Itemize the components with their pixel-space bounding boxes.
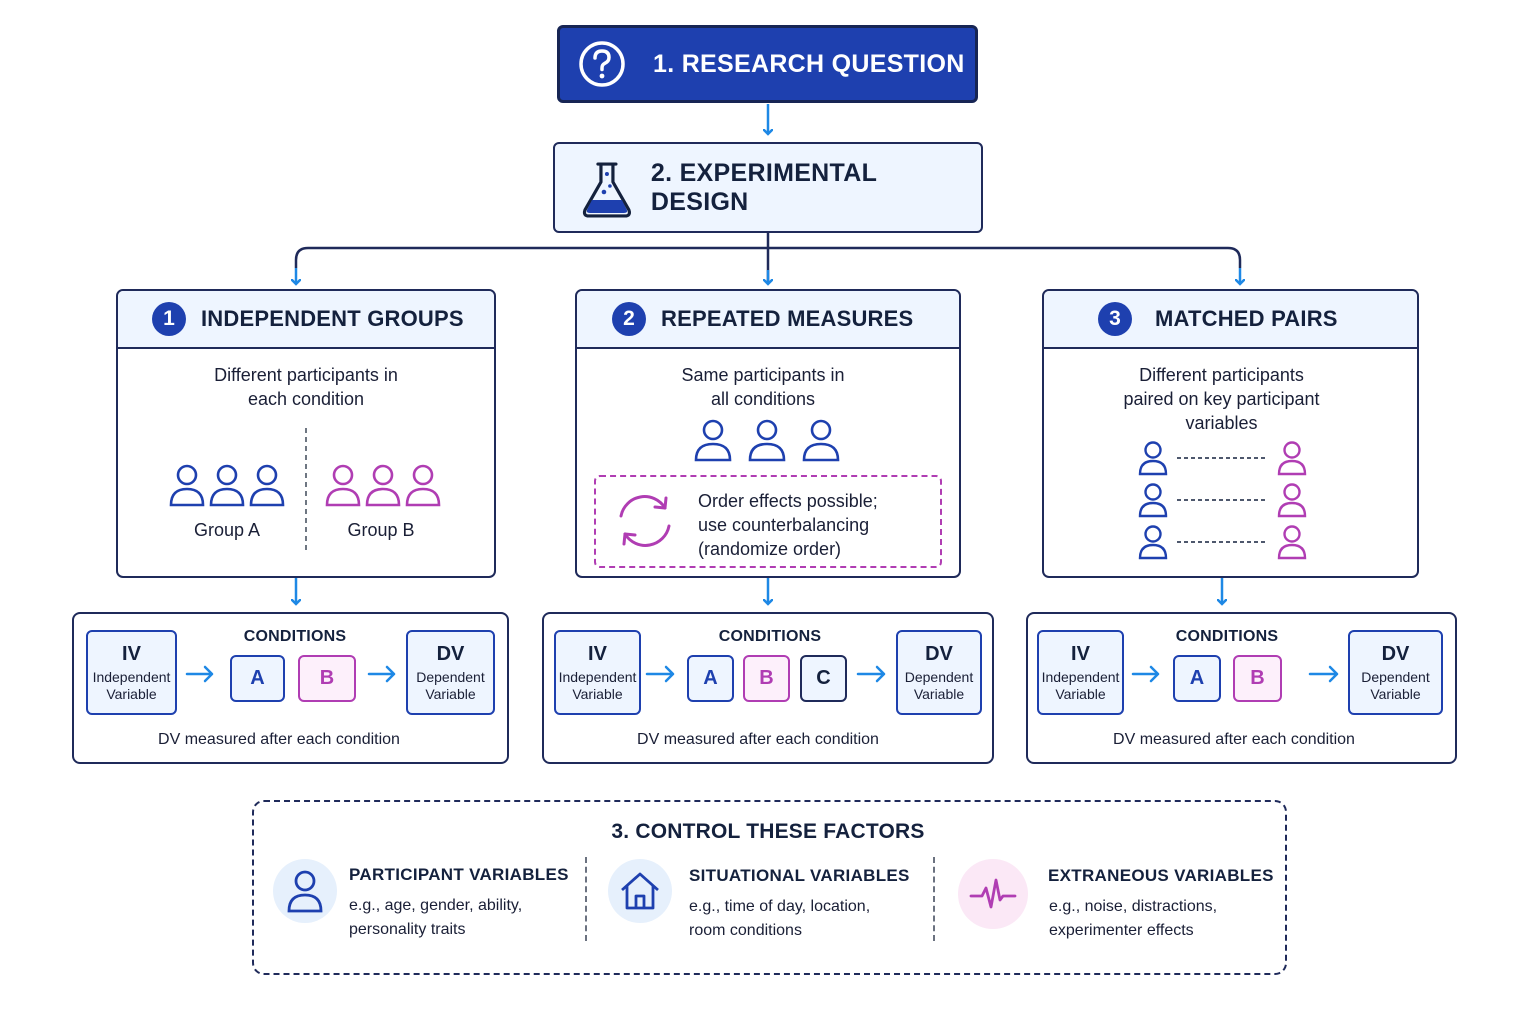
iv-abbr: IV <box>588 643 607 665</box>
group-b-people-icon <box>325 464 441 507</box>
description-line: Same participants in <box>681 365 845 385</box>
research-question-title: 1. RESEARCH QUESTION <box>653 49 965 78</box>
design-panel-repeated-measures: 2 REPEATED MEASURES <box>575 289 961 578</box>
design-number-badge: 2 <box>612 302 646 336</box>
house-icon <box>621 872 659 910</box>
desc-line: e.g., age, gender, ability, <box>349 897 523 914</box>
desc-line: room conditions <box>689 922 802 939</box>
situational-variables-desc: e.g., time of day, location, room condit… <box>689 895 919 943</box>
desc-line: personality traits <box>349 921 466 938</box>
iv-abbr: IV <box>1071 643 1090 665</box>
experimental-design-box: 2. EXPERIMENTAL DESIGN <box>553 142 983 233</box>
matched-pairs-people-icon <box>1138 441 1307 560</box>
order-effects-text: Order effects possible; use counterbalan… <box>698 489 938 561</box>
situational-variables-title: SITUATIONAL VARIABLES <box>689 866 910 885</box>
design-description: Same participants in all conditions <box>577 363 949 411</box>
factor-separator <box>933 857 935 941</box>
design-title: INDEPENDENT GROUPS <box>201 306 464 331</box>
condition-b-box: B <box>1233 655 1282 702</box>
description-line: Different participants in <box>214 365 398 385</box>
dv-abbr: DV <box>925 643 953 665</box>
conditions-title: CONDITIONS <box>1175 628 1279 645</box>
group-separator <box>305 428 307 554</box>
group-a-people-icon <box>169 464 285 507</box>
design-title: MATCHED PAIRS <box>1155 306 1338 331</box>
note-line: Order effects possible; <box>698 491 878 511</box>
design-title: REPEATED MEASURES <box>661 306 914 331</box>
design-panel-matched-pairs: 3 MATCHED PAIRS <box>1042 289 1419 578</box>
extraneous-variables-title: EXTRANEOUS VARIABLES <box>1048 866 1274 885</box>
participant-variables-title: PARTICIPANT VARIABLES <box>349 865 569 884</box>
design-number-badge: 3 <box>1098 302 1132 336</box>
condition-b-box: B <box>743 655 790 702</box>
condition-a-box: A <box>1173 655 1221 702</box>
factor-separator <box>585 857 587 941</box>
note-line: use counterbalancing <box>698 515 870 535</box>
dv-abbr: DV <box>1381 643 1410 665</box>
order-effects-note <box>594 475 942 568</box>
design-description: Different participants paired on key par… <box>1044 363 1399 435</box>
situational-factor-icon-badge <box>608 859 672 923</box>
desc-line: e.g., noise, distractions, <box>1049 898 1218 915</box>
condition-a-box: A <box>230 655 285 702</box>
note-line: (randomize order) <box>698 539 842 559</box>
description-line: all conditions <box>710 389 816 409</box>
participant-variables-desc: e.g., age, gender, ability, personality … <box>349 894 579 942</box>
experimental-design-title: 2. EXPERIMENTAL DESIGN <box>650 158 877 216</box>
person-icon <box>287 870 323 913</box>
pulse-wave-icon <box>969 878 1017 909</box>
extraneous-factor-icon-badge <box>958 859 1028 929</box>
description-line: each condition <box>247 389 365 409</box>
conditions-footer: DV measured after each condition <box>1113 731 1355 748</box>
conditions-title: CONDITIONS <box>718 628 822 645</box>
description-line: Different participants <box>1139 365 1304 385</box>
extraneous-variables-desc: e.g., noise, distractions, experimenter … <box>1049 895 1279 943</box>
same-participants-people-icon <box>694 419 840 462</box>
question-mark-icon <box>579 41 625 87</box>
condition-c-box: C <box>800 655 847 702</box>
dv-abbr: DV <box>436 643 465 665</box>
description-line: paired on key participant <box>1123 389 1320 409</box>
design-header: 3 MATCHED PAIRS <box>1044 291 1417 349</box>
research-question-box: 1. RESEARCH QUESTION <box>557 25 978 103</box>
group-a-label: Group A <box>193 520 261 540</box>
control-factors-title: 3. CONTROL THESE FACTORS <box>611 820 925 843</box>
participant-factor-icon-badge <box>273 859 337 923</box>
refresh-cycle-icon <box>619 495 671 547</box>
control-factors-panel <box>252 800 1287 975</box>
design-header: 2 REPEATED MEASURES <box>577 291 959 349</box>
iv-abbr: IV <box>122 643 141 665</box>
condition-a-box: A <box>687 655 734 702</box>
conditions-title: CONDITIONS <box>243 628 347 645</box>
flask-icon <box>582 161 631 218</box>
conditions-footer: DV measured after each condition <box>158 731 400 748</box>
group-b-label: Group B <box>347 520 415 540</box>
conditions-footer: DV measured after each condition <box>637 731 879 748</box>
condition-b-box: B <box>298 655 356 702</box>
design-description: Different participants in each condition <box>118 363 494 411</box>
desc-line: e.g., time of day, location, <box>689 898 871 915</box>
design-header: 1 INDEPENDENT GROUPS <box>118 291 494 349</box>
description-line: variables <box>1185 413 1258 433</box>
design-number-badge: 1 <box>152 302 186 336</box>
desc-line: experimenter effects <box>1049 922 1194 939</box>
